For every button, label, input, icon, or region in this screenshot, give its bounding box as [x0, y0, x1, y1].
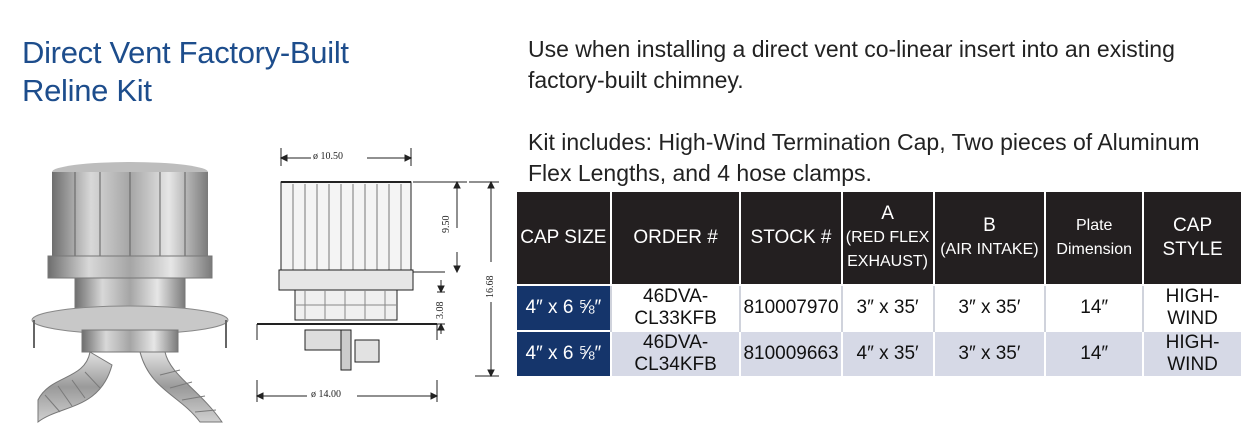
title-line-2: Reline Kit [22, 73, 152, 108]
header-b-line1: B [983, 215, 996, 236]
cell-style: HIGH-WIND [1143, 284, 1241, 331]
header-a-line2: (RED FLEX [845, 229, 930, 246]
dim-total-height: 16.68 [485, 275, 496, 299]
dim-plate-diameter: ø 14.00 [311, 389, 341, 400]
kit-includes-text: Kit includes: High-Wind Termination Cap,… [528, 129, 1200, 186]
header-order: ORDER # [610, 192, 742, 285]
cell-b: 3″ x 35′ [933, 330, 1047, 376]
dimension-drawing: ø 10.50 9.50 3.08 16.68 ø 14.00 [245, 140, 515, 420]
cell-plate: 14″ [1045, 330, 1145, 376]
header-plate-line2: Dimension [1056, 241, 1133, 258]
header-cap-style: CAP STYLE [1143, 192, 1241, 285]
dim-top-diameter: ø 10.50 [313, 151, 343, 162]
dim-cap-height: 9.50 [441, 215, 452, 234]
cell-a: 3″ x 35′ [841, 284, 935, 331]
cell-b: 3″ x 35′ [933, 284, 1047, 331]
cell-stock: 810009663 [740, 330, 843, 376]
header-plate: Plate Dimension [1045, 192, 1145, 285]
cell-order: 46DVA-CL33KFB [610, 284, 742, 331]
header-cap-size: CAP SIZE [517, 192, 612, 285]
table-header-row: CAP SIZE ORDER # STOCK # A (RED FLEX EXH… [517, 192, 1241, 285]
header-stock: STOCK # [740, 192, 843, 285]
table-row: 4″ x 6 ⅝″ 46DVA-CL34KFB 810009663 4″ x 3… [517, 330, 1241, 376]
product-photo [31, 162, 229, 424]
header-b-line2: (AIR INTAKE) [940, 241, 1039, 258]
cell-order: 46DVA-CL34KFB [610, 330, 742, 376]
header-a-line3: EXHAUST) [847, 253, 929, 270]
cell-a: 4″ x 35′ [841, 330, 935, 376]
product-description: Use when installing a direct vent co-lin… [528, 36, 1175, 93]
header-cap-style-line2: STYLE [1162, 239, 1223, 260]
header-b: B (AIR INTAKE) [933, 192, 1047, 285]
page-title: Direct Vent Factory-Built Reline Kit [22, 34, 442, 110]
header-a: A (RED FLEX EXHAUST) [841, 192, 935, 285]
cell-plate: 14″ [1045, 284, 1145, 331]
spec-table: CAP SIZE ORDER # STOCK # A (RED FLEX EXH… [517, 192, 1241, 376]
table-row: 4″ x 6 ⅝″ 46DVA-CL33KFB 810007970 3″ x 3… [517, 284, 1241, 331]
header-a-line1: A [881, 203, 894, 224]
cell-style: HIGH-WIND [1143, 330, 1241, 376]
cell-cap-size: 4″ x 6 ⅝″ [517, 284, 612, 331]
header-plate-line1: Plate [1075, 217, 1113, 234]
cell-stock: 810007970 [740, 284, 843, 331]
dim-base-height: 3.08 [435, 301, 446, 320]
title-line-1: Direct Vent Factory-Built [22, 35, 349, 70]
cell-cap-size: 4″ x 6 ⅝″ [517, 330, 612, 376]
header-cap-style-line1: CAP [1173, 215, 1213, 236]
